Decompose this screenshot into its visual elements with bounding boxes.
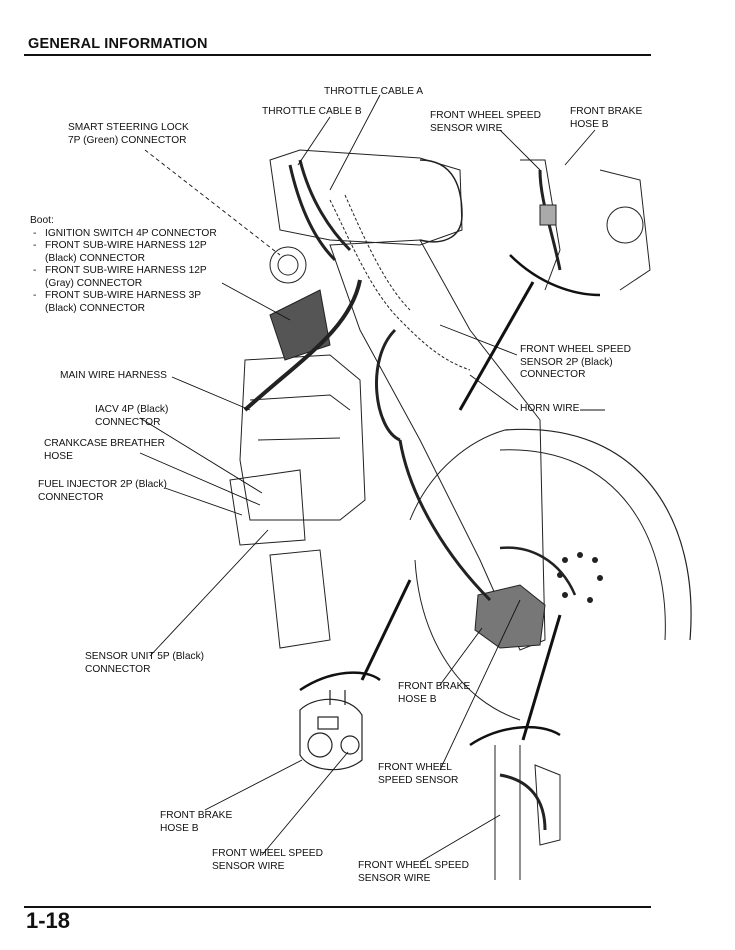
main-wire-harness xyxy=(243,279,362,412)
fuel-injector-area xyxy=(229,469,306,546)
footer-rule xyxy=(24,906,651,908)
detail-arcs xyxy=(299,254,601,747)
boot-item: IGNITION SWITCH 4P CONNECTOR xyxy=(30,228,217,241)
label-front-wheel-speed-sensor-wire-bottom-left: FRONT WHEEL SPEED SENSOR WIRE xyxy=(212,848,323,872)
frame-upper xyxy=(269,149,463,246)
boot-item: FRONT SUB-WIRE HARNESS 3P (Black) CONNEC… xyxy=(30,290,217,315)
label-throttle-cable-b: THROTTLE CABLE B xyxy=(262,106,362,117)
front-wheel-arc xyxy=(504,428,692,641)
boot-title: Boot: xyxy=(30,215,54,226)
boot-connectors xyxy=(269,289,331,361)
label-sensor-unit-5p: SENSOR UNIT 5P (Black) CONNECTOR xyxy=(85,651,205,675)
header-rule xyxy=(24,54,651,56)
throttle-cable-b xyxy=(288,164,337,262)
inset-bottom-right xyxy=(494,745,561,880)
label-throttle-cable-a: THROTTLE CABLE A xyxy=(324,86,424,97)
label-crankcase-breather-hose: CRANKCASE BREATHER HOSE xyxy=(44,438,165,462)
engine-lower xyxy=(269,549,331,649)
section-title: GENERAL INFORMATION xyxy=(28,36,208,52)
label-front-wheel-speed-sensor-2p: FRONT WHEEL SPEED SENSOR 2P (Black) CONN… xyxy=(520,344,631,380)
boot-item: FRONT SUB-WIRE HARNESS 12P (Black) CONNE… xyxy=(30,240,217,265)
label-front-brake-hose-b-bottom: FRONT BRAKE HOSE B xyxy=(160,810,233,834)
label-front-brake-hose-b-mid: FRONT BRAKE HOSE B xyxy=(398,681,471,705)
label-front-brake-hose-b-top: FRONT BRAKE HOSE B xyxy=(570,106,643,130)
label-iacv-4p: IACV 4P (Black) CONNECTOR xyxy=(95,404,169,428)
page-number: 1-18 xyxy=(26,908,71,933)
leader-lines xyxy=(139,94,605,863)
label-front-wheel-speed-sensor-wire-top: FRONT WHEEL SPEED SENSOR WIRE xyxy=(430,110,541,134)
headlight-housing xyxy=(419,159,463,243)
speed-sensor-wire xyxy=(375,328,401,442)
label-front-wheel-speed-sensor-wire-bottom-right: FRONT WHEEL SPEED SENSOR WIRE xyxy=(358,860,469,884)
air-box xyxy=(239,354,366,521)
label-smart-steering-lock: SMART STEERING LOCK 7P (Green) CONNECTOR xyxy=(68,122,189,146)
label-horn-wire: HORN WIRE xyxy=(520,403,580,414)
label-main-wire-harness: MAIN WIRE HARNESS xyxy=(60,370,167,381)
brake-disc xyxy=(557,552,603,603)
inset-bottom-left xyxy=(299,690,363,771)
front-brake-hose xyxy=(499,546,577,596)
detail-callouts xyxy=(360,281,562,741)
inset-top-right xyxy=(520,159,651,291)
ignition-switch xyxy=(269,246,307,284)
brake-caliper xyxy=(474,584,546,649)
throttle-cable-a xyxy=(298,159,352,252)
boot-connector-list: Boot: IGNITION SWITCH 4P CONNECTOR FRONT… xyxy=(30,215,217,315)
label-front-wheel-speed-sensor: FRONT WHEEL SPEED SENSOR xyxy=(378,762,459,786)
label-fuel-injector-2p: FUEL INJECTOR 2P (Black) CONNECTOR xyxy=(38,479,167,503)
boot-item: FRONT SUB-WIRE HARNESS 12P (Gray) CONNEC… xyxy=(30,265,217,290)
